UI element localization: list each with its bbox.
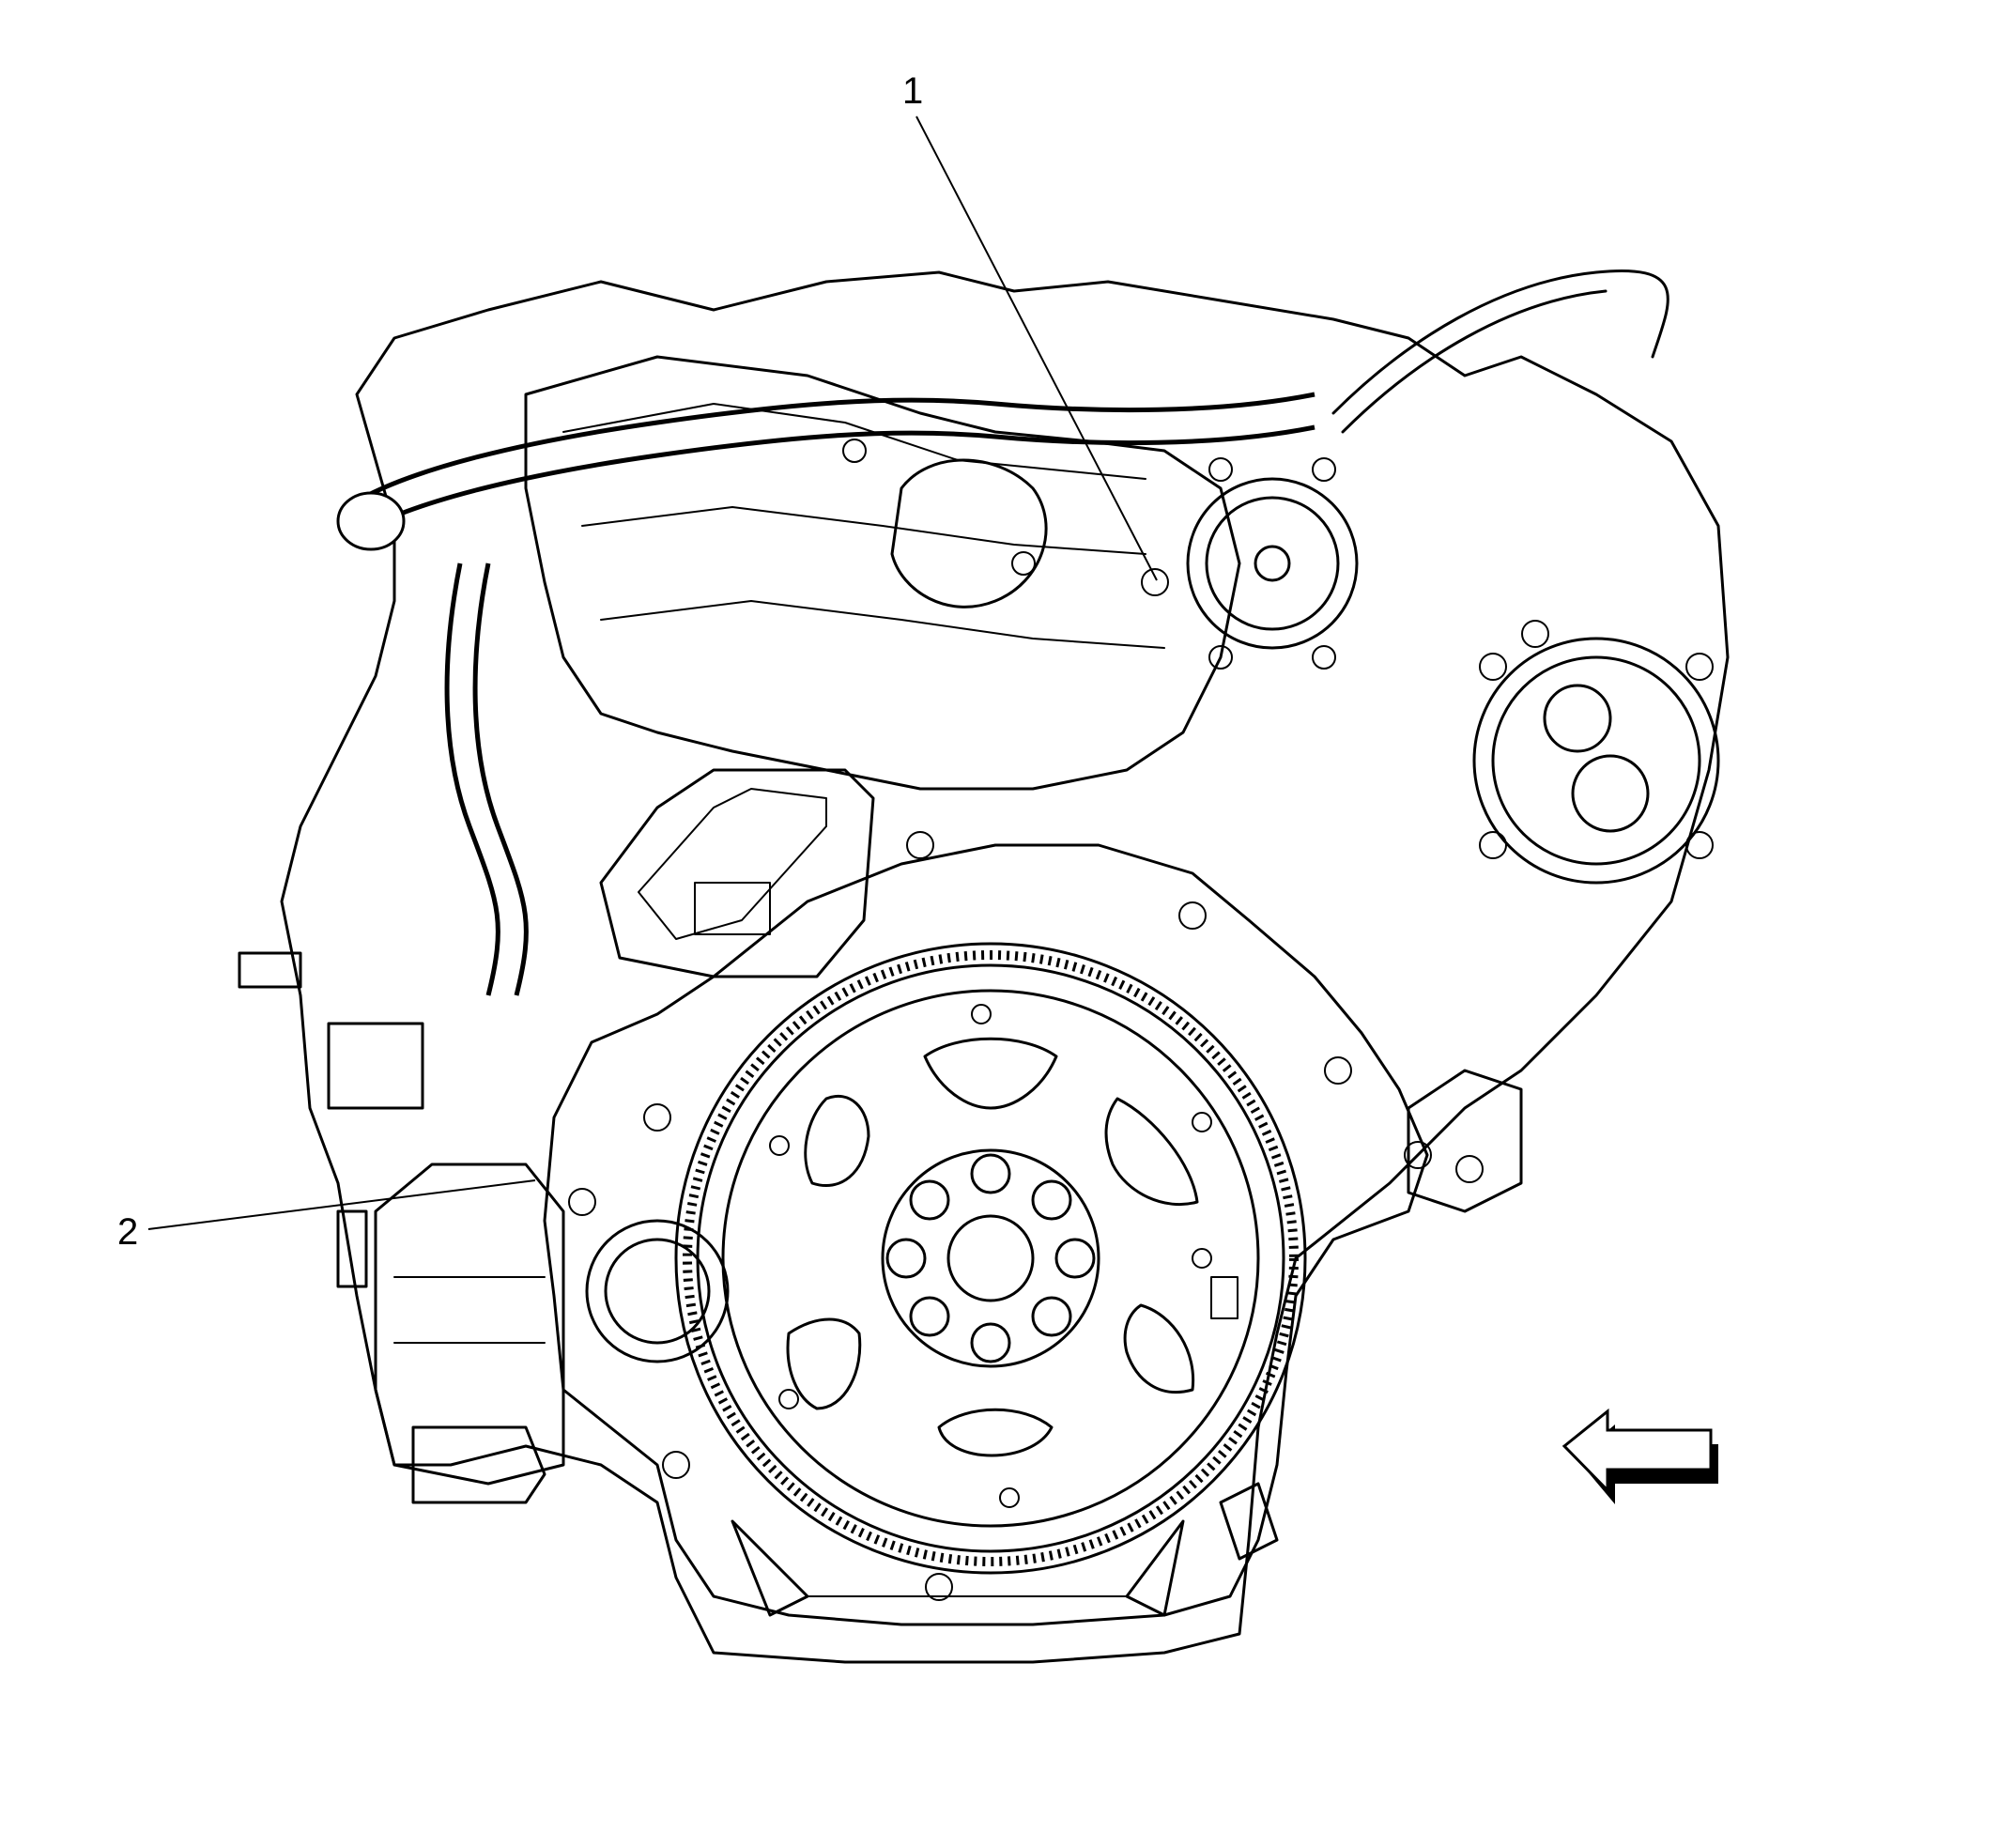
left-arrow-icon [1562, 1408, 1718, 1504]
callout-2-leader [147, 1179, 536, 1230]
callout-1-label: 1 [902, 70, 923, 112]
callout-2-label: 2 [117, 1211, 138, 1253]
callout-1-leader [915, 116, 1158, 581]
engine-illustration [238, 270, 1730, 1664]
